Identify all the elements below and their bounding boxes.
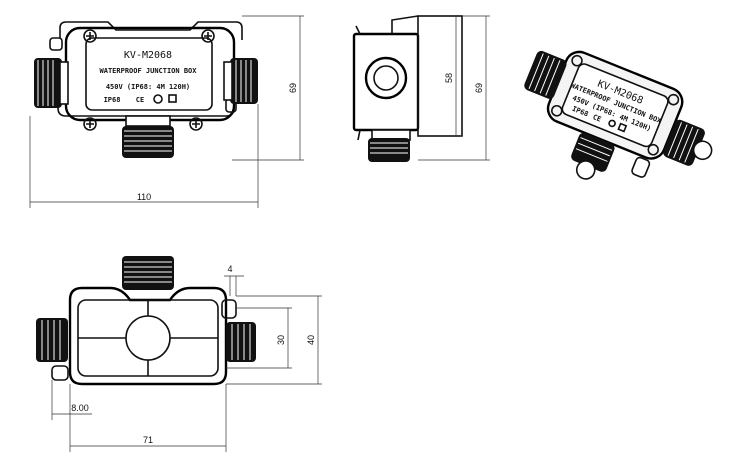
dim-width-lines xyxy=(69,384,227,452)
front-bottom-flange xyxy=(57,96,235,117)
side-body xyxy=(352,32,420,132)
iso-screw-icon xyxy=(550,104,563,117)
front-top-flange xyxy=(59,21,243,40)
dim-front-height-lines xyxy=(232,15,304,161)
iso-mount-ear xyxy=(631,156,651,178)
dim-offset-lines xyxy=(51,380,92,420)
bottom-center-boss xyxy=(125,315,171,361)
recycle-icon xyxy=(153,94,163,104)
dim-hole: 4 xyxy=(227,264,232,274)
bottom-mount-ear xyxy=(221,299,237,319)
dim-front-height: 69 xyxy=(288,83,298,93)
iso-ce-mark: CE xyxy=(591,113,602,124)
dim-outer-height: 40 xyxy=(306,335,316,345)
product-title: WATERPROOF JUNCTION BOX xyxy=(100,67,198,75)
iso-bin-icon xyxy=(617,122,628,133)
voltage-text: 450V (IP68: 4M 120H) xyxy=(106,83,190,91)
bottom-shell xyxy=(68,286,228,386)
dim-offset: 8.00 xyxy=(71,403,89,413)
side-gland-ring xyxy=(364,56,408,100)
ce-mark: CE xyxy=(136,96,144,104)
isometric-view: KV-M2068 WATERPROOF JUNCTION BOX 450V (I… xyxy=(524,50,713,180)
front-label-plate xyxy=(85,37,213,111)
bin-icon xyxy=(168,94,177,103)
side-gland-bottom xyxy=(368,129,411,162)
dim-side-lines xyxy=(418,15,490,161)
iso-screw-icon xyxy=(667,93,680,106)
cable-gland-left xyxy=(34,58,69,108)
dim-outer-height-lines xyxy=(226,295,322,385)
bottom-gland-right xyxy=(226,322,256,362)
iso-screw-icon xyxy=(571,54,583,67)
rating-text: IP68 xyxy=(104,96,121,104)
dim-front-width-lines xyxy=(29,104,259,208)
iso-gland-bottom xyxy=(571,132,615,180)
iso-screw-icon xyxy=(647,143,660,156)
side-gland-hole xyxy=(373,65,399,91)
dim-front-width: 110 xyxy=(137,192,151,202)
model-text: KV-M2068 xyxy=(124,50,172,61)
iso-gland-left xyxy=(524,50,567,99)
iso-gland-right xyxy=(663,119,713,166)
mount-hole xyxy=(49,37,63,51)
bottom-view: 4 30 40 8.00 71 xyxy=(36,256,322,452)
cable-gland-bottom xyxy=(122,115,174,158)
side-top-edge xyxy=(391,15,419,34)
bottom-mount-ear xyxy=(51,365,69,381)
dim-side-inner: 58 xyxy=(444,73,454,83)
dim-width: 71 xyxy=(143,435,153,445)
side-view: 58 69 xyxy=(352,15,490,162)
bottom-gland-top xyxy=(122,256,174,290)
iso-label-plate xyxy=(561,63,669,148)
side-flange xyxy=(417,15,463,137)
front-view: KV-M2068 WATERPROOF JUNCTION BOX 450V (I… xyxy=(29,15,304,208)
bottom-gland-left xyxy=(36,318,68,362)
dim-inner-height-lines xyxy=(226,307,292,369)
iso-recycle-icon xyxy=(608,119,616,128)
dim-inner-height: 30 xyxy=(276,335,286,345)
cable-gland-right xyxy=(223,58,258,104)
bottom-ribs xyxy=(78,300,218,376)
screw-icon xyxy=(83,29,215,131)
dim-hole-lines xyxy=(224,275,244,296)
dim-side-outer: 69 xyxy=(474,83,484,93)
